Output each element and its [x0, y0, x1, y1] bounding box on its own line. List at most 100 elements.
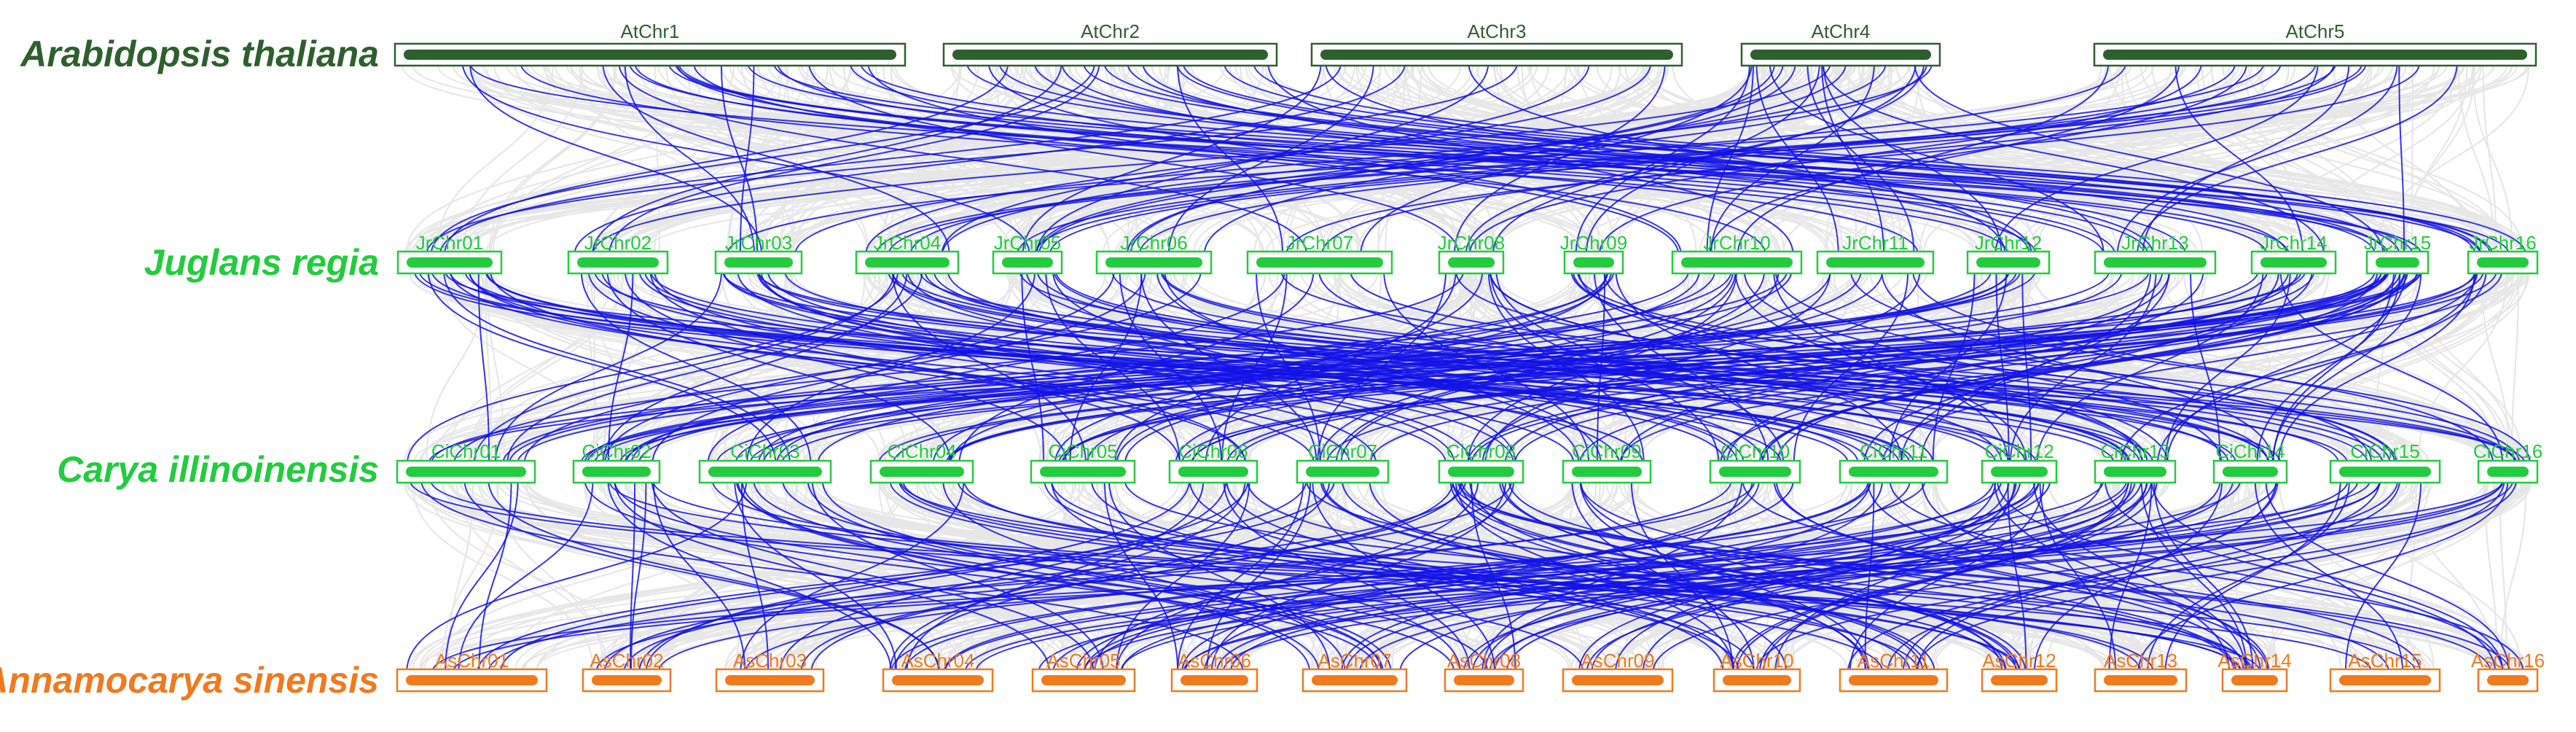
- chromosome-jrchr08[interactable]: JrChr08: [1438, 232, 1505, 275]
- chromosome-bar: [1849, 675, 1938, 685]
- syntenic-gene-link: [957, 479, 2142, 673]
- chromosome-aschr05[interactable]: AsChr05: [1031, 650, 1136, 693]
- chromosome-cichr05[interactable]: CiChr05: [1030, 440, 1136, 484]
- chromosome-jrchr14[interactable]: JrChr14: [2250, 232, 2337, 275]
- chromosome-bar: [2104, 467, 2166, 477]
- chromosome-bar: [880, 467, 964, 477]
- chromosome-label: JrChr11: [1842, 232, 1908, 254]
- chromosome-jrchr16[interactable]: JrChr16: [2467, 232, 2539, 275]
- syntenic-gene-link: [1914, 62, 2384, 255]
- syntenic-gene-link: [782, 479, 1584, 673]
- chromosome-jrchr06[interactable]: JrChr06: [1095, 232, 1213, 275]
- chromosome-bar: [2339, 467, 2431, 477]
- chromosome-bar: [725, 675, 815, 685]
- chromosome-aschr16[interactable]: AsChr16: [2471, 650, 2545, 693]
- chromosome-aschr02[interactable]: AsChr02: [582, 650, 672, 693]
- chromosome-jrchr12[interactable]: JrChr12: [1966, 232, 2051, 275]
- syntenic-gene-link: [800, 479, 1463, 673]
- syntenic-gene-link: [630, 479, 647, 673]
- chromosome-label: JrChr03: [725, 232, 792, 254]
- chromosome-aschr04[interactable]: AsChr04: [882, 650, 994, 693]
- chromosome-cichr06[interactable]: CiChr06: [1168, 440, 1258, 484]
- chromosome-aschr11[interactable]: AsChr11: [1839, 650, 1949, 693]
- chromosome-cichr14[interactable]: CiChr14: [2212, 440, 2288, 484]
- syntenic-gene-link: [1124, 479, 2253, 673]
- chromosome-jrchr02[interactable]: JrChr02: [567, 232, 669, 275]
- syntenic-gene-link: [427, 270, 777, 464]
- chromosome-atchr3[interactable]: AtChr3: [1310, 20, 1683, 67]
- syntenic-gene-link: [2147, 479, 2350, 673]
- chromosome-jrchr01[interactable]: JrChr01: [396, 232, 503, 275]
- chromosome-jrchr07[interactable]: JrChr07: [1246, 232, 1393, 275]
- chromosome-aschr10[interactable]: AsChr10: [1712, 650, 1801, 693]
- syntenic-gene-link: [1847, 479, 2381, 673]
- chromosome-jrchr15[interactable]: JrChr15: [2364, 232, 2431, 275]
- chromosome-cichr04[interactable]: CiChr04: [869, 440, 974, 484]
- chromosome-jrchr05[interactable]: JrChr05: [992, 232, 1063, 275]
- chromosome-cichr16[interactable]: CiChr16: [2473, 440, 2542, 484]
- chromosome-cichr03[interactable]: CiChr03: [698, 440, 832, 484]
- chromosome-atchr5[interactable]: AtChr5: [2093, 20, 2537, 67]
- chromosome-jrchr10[interactable]: JrChr10: [1671, 232, 1803, 275]
- chromosome-cichr09[interactable]: CiChr09: [1562, 440, 1652, 484]
- syntenic-gene-link: [1369, 479, 1788, 673]
- syntenic-gene-link: [618, 62, 1307, 255]
- chromosome-atchr4[interactable]: AtChr4: [1740, 20, 1941, 67]
- chromosome-cichr08[interactable]: CiChr08: [1438, 440, 1524, 484]
- chromosome-cichr10[interactable]: CiChr10: [1709, 440, 1801, 484]
- chromosome-aschr14[interactable]: AsChr14: [2217, 650, 2292, 693]
- syntenic-gene-link: [592, 62, 1062, 255]
- chromosome-cichr02[interactable]: CiChr02: [572, 440, 661, 484]
- syntenic-gene-link: [587, 270, 1246, 464]
- species-label-arabidopsis: Arabidopsis thaliana: [19, 34, 379, 74]
- syntenic-gene-link: [777, 62, 2115, 255]
- syntenic-gene-link: [651, 479, 1095, 673]
- syntenic-gene-link: [1481, 270, 1921, 464]
- chromosome-aschr08[interactable]: AsChr08: [1444, 650, 1524, 693]
- syntenic-gene-link: [595, 479, 1732, 673]
- syntenic-gene-link: [2036, 270, 2264, 464]
- syntenic-gene-link: [489, 270, 1247, 464]
- syntenic-gene-link: [418, 270, 2037, 464]
- chromosome-aschr15[interactable]: AsChr15: [2329, 650, 2441, 693]
- syntenic-gene-link: [1774, 479, 2016, 673]
- chromosome-aschr13[interactable]: AsChr13: [2094, 650, 2188, 693]
- chromosome-bar: [1320, 50, 1673, 60]
- chromosome-bar: [1256, 257, 1383, 268]
- syntenic-gene-link: [668, 62, 2389, 255]
- syntenic-gene-link: [1864, 479, 1875, 673]
- chromosome-cichr11[interactable]: CiChr11: [1839, 440, 1949, 484]
- chromosome-aschr07[interactable]: AsChr07: [1301, 650, 1408, 693]
- chromosome-aschr06[interactable]: AsChr06: [1170, 650, 1258, 693]
- chromosome-cichr07[interactable]: CiChr07: [1296, 440, 1390, 484]
- chromosome-bar: [2223, 467, 2278, 477]
- syntenic-gene-link: [1887, 479, 2400, 673]
- syntenic-gene-link: [1506, 479, 2153, 673]
- chromosome-atchr2[interactable]: AtChr2: [942, 20, 1278, 67]
- chromosome-aschr12[interactable]: AsChr12: [1981, 650, 2058, 693]
- chromosome-bar: [1312, 675, 1398, 685]
- chromosome-atchr1[interactable]: AtChr1: [394, 20, 907, 67]
- syntenic-gene-link: [607, 270, 634, 464]
- syntenic-gene-link: [2150, 479, 2504, 673]
- syntenic-gene-link: [1062, 270, 2123, 464]
- syntenic-gene-link: [1022, 62, 1322, 255]
- chromosome-aschr03[interactable]: AsChr03: [715, 650, 825, 693]
- chromosome-cichr01[interactable]: CiChr01: [396, 440, 536, 484]
- chromosome-jrchr04[interactable]: JrChr04: [855, 232, 960, 275]
- syntenic-gene-link: [1045, 270, 1181, 464]
- syntenic-gene-link: [428, 270, 2389, 464]
- chromosome-aschr09[interactable]: AsChr09: [1562, 650, 1674, 693]
- chromosome-cichr12[interactable]: CiChr12: [1981, 440, 2058, 484]
- syntenic-gene-link: [494, 270, 723, 464]
- chromosome-cichr15[interactable]: CiChr15: [2329, 440, 2441, 484]
- chromosome-aschr01[interactable]: AsChr01: [396, 650, 548, 693]
- chromosome-jrchr03[interactable]: JrChr03: [714, 232, 803, 275]
- chromosome-label: AtChr2: [1081, 20, 1140, 42]
- chromosome-jrchr11[interactable]: JrChr11: [1816, 232, 1935, 275]
- chromosome-jrchr09[interactable]: JrChr09: [1560, 232, 1627, 275]
- chromosome-label: CiChr10: [1720, 440, 1790, 462]
- chromosome-cichr13[interactable]: CiChr13: [2094, 440, 2177, 484]
- chromosome-jrchr13[interactable]: JrChr13: [2094, 232, 2217, 275]
